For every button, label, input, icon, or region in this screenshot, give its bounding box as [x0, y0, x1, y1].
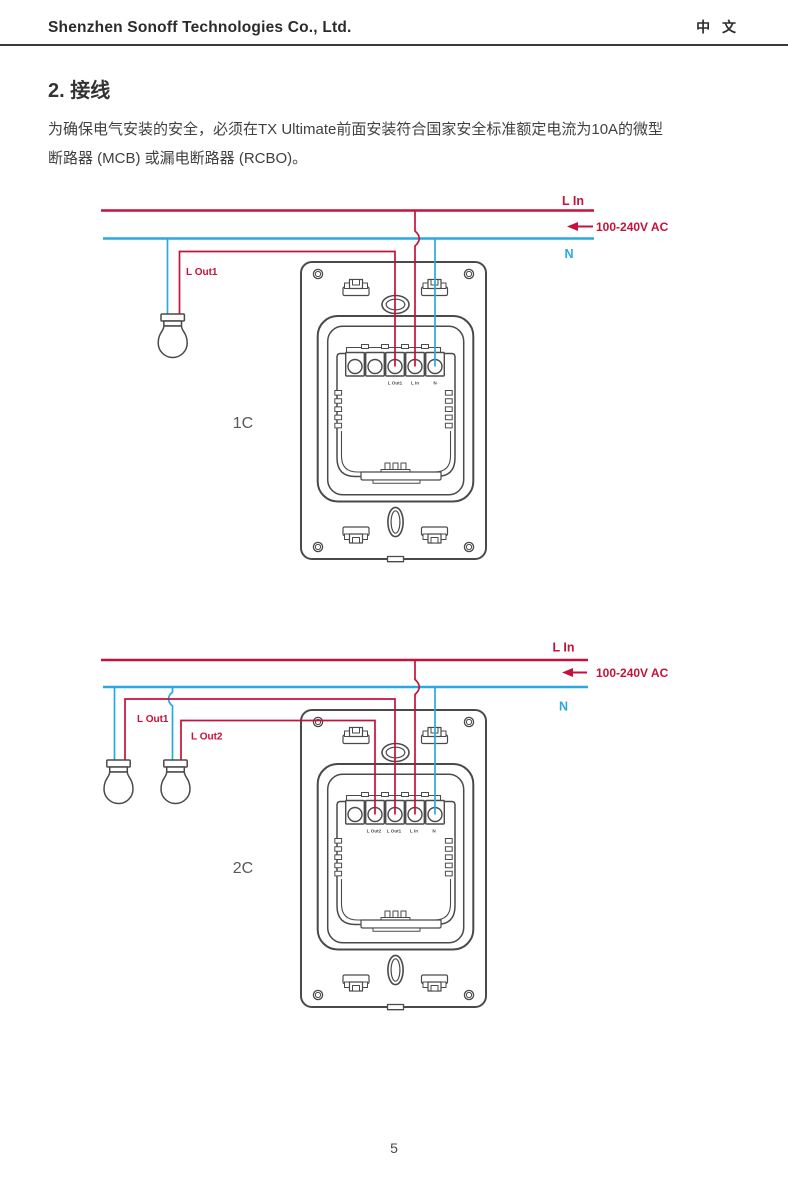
wiring-diagram-2c: L In 100-240V AC N L Out1 L Out2 2C L Ou…	[101, 641, 669, 1015]
terminal-label-lout1: L Out1	[387, 829, 402, 834]
bulb-icon-1	[103, 759, 134, 804]
lout1-label: L Out1	[137, 714, 169, 725]
terminal-label-lin: L In	[411, 381, 419, 386]
switch-panel-2c	[301, 710, 486, 1010]
neutral-wire-bulb2	[167, 687, 174, 760]
neutral-label: N	[559, 700, 568, 714]
lout1-wire	[178, 250, 396, 367]
voltage-arrowhead	[562, 668, 573, 677]
section-title: 2. 接线	[48, 80, 111, 102]
paragraph-line-2: 断路器 (MCB) 或漏电断路器 (RCBO)。	[48, 149, 308, 167]
switch-panel-1c	[301, 262, 486, 562]
live-label: L In	[562, 194, 584, 208]
neutral-label: N	[564, 247, 573, 261]
bulb-icon-2	[160, 759, 191, 804]
bulb-icon	[157, 313, 188, 358]
terminal-label-n: N	[432, 829, 436, 834]
wiring-diagram-1c: L In 100-240V AC N L Out1 1C L Out1 L In…	[101, 194, 669, 570]
company-name: Shenzhen Sonoff Technologies Co., Ltd.	[48, 19, 352, 36]
terminal-label-lout1: L Out1	[388, 381, 403, 386]
page-header: Shenzhen Sonoff Technologies Co., Ltd. 中…	[0, 0, 788, 46]
live-label: L In	[553, 641, 575, 655]
voltage-label: 100-240V AC	[596, 220, 669, 234]
terminal-label-lin: L In	[410, 829, 418, 834]
gang-count-label: 2C	[233, 860, 253, 877]
language-label: 中 文	[696, 19, 740, 35]
wires-2c	[113, 660, 436, 815]
section-paragraph: 为确保电气安装的安全，必须在TX Ultimate前面安装符合国家安全标准额定电…	[48, 116, 753, 173]
lout2-wire	[180, 719, 376, 815]
voltage-label: 100-240V AC	[596, 666, 669, 680]
lin-wire	[414, 660, 421, 815]
voltage-arrowhead	[567, 222, 578, 231]
wires-1c	[166, 210, 436, 367]
page-number: 5	[390, 1140, 398, 1156]
lout1-label: L Out1	[186, 267, 218, 278]
paragraph-line-1: 为确保电气安装的安全，必须在TX Ultimate前面安装符合国家安全标准额定电…	[48, 121, 664, 138]
gang-count-label: 1C	[233, 415, 253, 432]
lout1-wire	[124, 698, 396, 815]
terminal-label-n: N	[433, 381, 437, 386]
lout2-label: L Out2	[191, 732, 223, 743]
terminal-label-lout2: L Out2	[367, 829, 382, 834]
lin-wire	[414, 210, 421, 367]
